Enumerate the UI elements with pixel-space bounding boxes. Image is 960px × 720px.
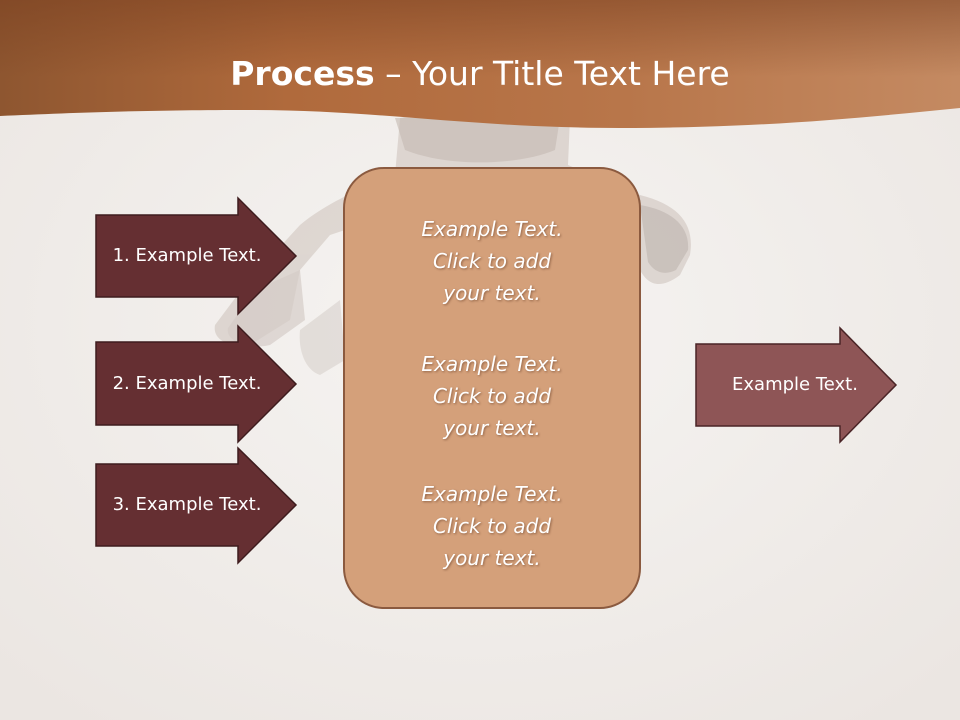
panel-text-block-3: Example Text. Click to add your text. <box>372 478 612 574</box>
panel-text-line: your text. <box>443 416 541 440</box>
left-arrow-2-label: 2. Example Text. <box>112 373 262 394</box>
title-rest: – Your Title Text Here <box>374 54 730 93</box>
left-arrow-1-label: 1. Example Text. <box>112 245 262 266</box>
panel-text-line: Example Text. <box>421 352 563 376</box>
title-bold: Process <box>230 54 375 93</box>
slide-title[interactable]: Process – Your Title Text Here <box>0 52 960 96</box>
panel-text-line: your text. <box>443 546 541 570</box>
left-arrow-1[interactable] <box>95 196 298 316</box>
left-arrow-3-label: 3. Example Text. <box>112 494 262 515</box>
right-arrow-label: Example Text. <box>732 374 858 395</box>
right-arrow[interactable] <box>695 326 898 444</box>
panel-text-line: Click to add <box>432 514 552 538</box>
panel-text-line: Example Text. <box>421 482 563 506</box>
panel-text-line: Click to add <box>432 384 552 408</box>
title-banner-shade <box>0 0 960 128</box>
left-arrow-2[interactable] <box>95 324 298 444</box>
panel-text-line: Example Text. <box>421 217 563 241</box>
panel-text-line: your text. <box>443 281 541 305</box>
panel-text-block-1: Example Text. Click to add your text. <box>372 213 612 309</box>
panel-text-line: Click to add <box>432 249 552 273</box>
center-panel[interactable] <box>343 167 641 609</box>
panel-text-block-2: Example Text. Click to add your text. <box>372 348 612 444</box>
left-arrow-3[interactable] <box>95 446 298 565</box>
